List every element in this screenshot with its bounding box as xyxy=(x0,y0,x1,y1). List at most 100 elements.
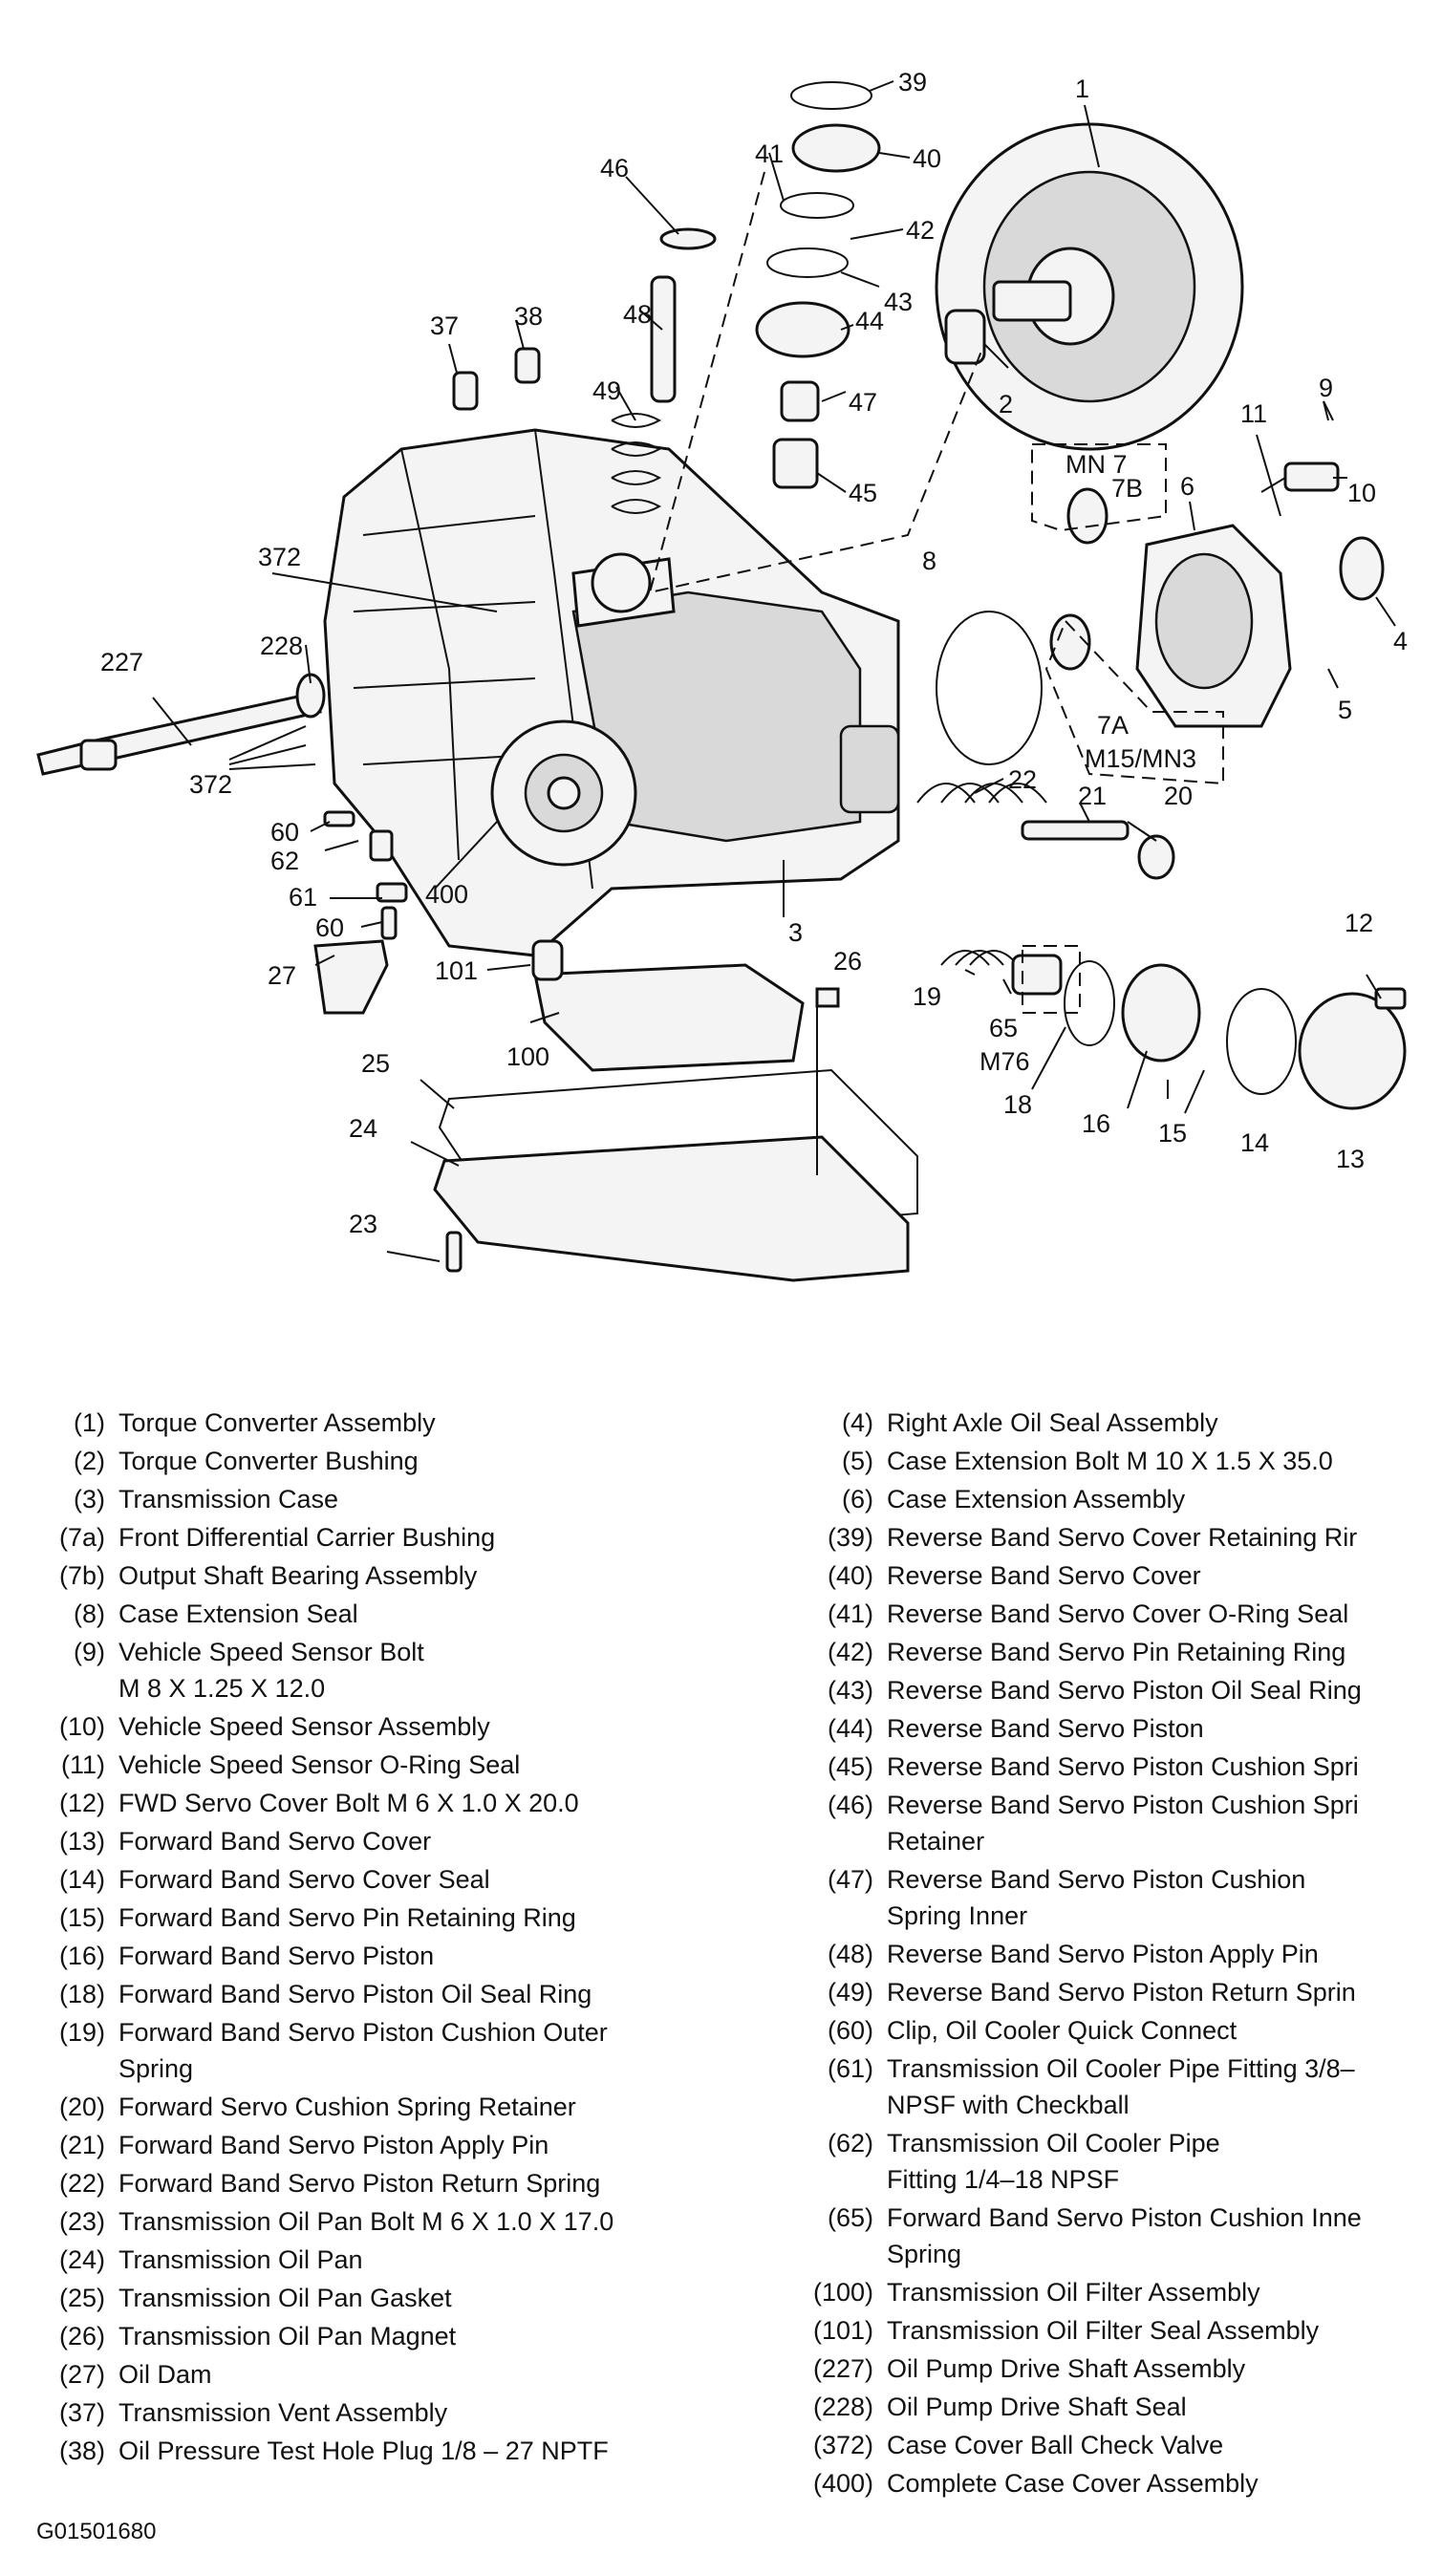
legend-entry: (24) Transmission Oil Pan xyxy=(36,2242,705,2278)
legend-entry-number: (42) xyxy=(827,1638,873,1666)
legend-entry-number: (37) xyxy=(58,2398,105,2427)
legend-entry-description: Front Differential Carrier Bushing xyxy=(118,1523,496,1552)
legend-entry-description: Vehicle Speed Sensor Bolt M 8 X 1.25 X 1… xyxy=(118,1638,424,1703)
legend-entry-number: (18) xyxy=(58,1980,105,2008)
legend-entry-number: (45) xyxy=(827,1752,873,1781)
legend-entry-description: Output Shaft Bearing Assembly xyxy=(118,1561,478,1590)
callout-45: 45 xyxy=(849,479,877,507)
callout-7a: 7A xyxy=(1097,711,1129,740)
legend-entry-number: (2) xyxy=(74,1447,105,1475)
callout-227: 227 xyxy=(100,648,143,676)
callout-m15-mn3: M15/MN3 xyxy=(1085,744,1196,773)
legend-entry: (6) Case Extension Assembly xyxy=(791,1481,1422,1517)
legend-entry-number: (62) xyxy=(827,2129,873,2157)
legend-entry-description: Case Extension Assembly xyxy=(887,1485,1186,1513)
legend-entry: (22)Forward Band Servo Piston Return Spr… xyxy=(36,2165,705,2201)
oil-pump-drive-shaft-drawing xyxy=(36,673,326,776)
legend-entry: (23)Transmission Oil Pan Bolt M 6 X 1.0 … xyxy=(36,2203,705,2240)
legend-entry-number: (22) xyxy=(58,2169,105,2198)
exploded-transmission-diagram: 1 2 3 4 5 6 7B 7A M15/MN3 MN 7 8 9 10 11… xyxy=(36,68,1408,1282)
legend-entry: (10)Vehicle Speed Sensor Assembly xyxy=(36,1708,705,1745)
legend-entry-number: (41) xyxy=(827,1599,873,1628)
callout-101: 101 xyxy=(435,956,478,985)
legend-entry-description: Forward Band Servo Piston Apply Pin xyxy=(118,2131,549,2159)
legend-entry-description: Transmission Oil Filter Seal Assembly xyxy=(887,2316,1320,2345)
callout-48: 48 xyxy=(623,300,652,329)
legend-entry-description: Forward Band Servo Piston xyxy=(118,1942,435,1970)
legend-entry: (11)Vehicle Speed Sensor O-Ring Seal xyxy=(36,1747,705,1783)
callout-labels: 1 2 3 4 5 6 7B 7A M15/MN3 MN 7 8 9 10 11… xyxy=(100,68,1408,1238)
callout-47: 47 xyxy=(849,388,877,417)
legend-entry-description: Transmission Oil Pan Bolt M 6 X 1.0 X 17… xyxy=(118,2207,614,2236)
legend-entry-number: (24) xyxy=(58,2245,105,2274)
legend-entry-description: Oil Pump Drive Shaft Assembly xyxy=(887,2354,1246,2383)
legend-entry: (227)Oil Pump Drive Shaft Assembly xyxy=(791,2351,1422,2387)
callout-25: 25 xyxy=(361,1049,390,1078)
legend-entry: (26)Transmission Oil Pan Magnet xyxy=(36,2318,705,2354)
legend-entry-number: (49) xyxy=(827,1978,873,2007)
legend-entry-number: (8) xyxy=(74,1599,105,1628)
callout-228: 228 xyxy=(260,632,303,660)
legend-entry-number: (48) xyxy=(827,1940,873,1968)
legend-entry: (14) Forward Band Servo Cover Seal xyxy=(36,1861,705,1898)
legend-entry-description: Forward Band Servo Cover Seal xyxy=(118,1865,490,1894)
legend-entry-description: Transmission Oil Pan xyxy=(118,2245,363,2274)
callout-60b: 60 xyxy=(315,913,344,942)
legend-entry-description: Reverse Band Servo Piston Cushion Spri R… xyxy=(887,1791,1359,1856)
callout-37: 37 xyxy=(430,311,459,340)
legend-entry-number: (15) xyxy=(58,1903,105,1932)
callout-14: 14 xyxy=(1240,1128,1269,1157)
legend-entry-description: Oil Pump Drive Shaft Seal xyxy=(887,2393,1187,2421)
callout-4: 4 xyxy=(1393,627,1408,655)
reverse-servo-stack-drawing xyxy=(452,81,881,514)
legend-entry-number: (43) xyxy=(827,1676,873,1705)
legend-entry-description: Forward Band Servo Piston Cushion Inne S… xyxy=(887,2203,1362,2268)
legend-entry-description: Reverse Band Servo Piston Apply Pin xyxy=(887,1940,1319,1968)
legend-entry: (12)FWD Servo Cover Bolt M 6 X 1.0 X 20.… xyxy=(36,1785,705,1821)
legend-entry-number: (5) xyxy=(842,1447,873,1475)
callout-3: 3 xyxy=(788,918,803,947)
transmission-case-drawing xyxy=(323,428,900,957)
legend-entry-number: (14) xyxy=(58,1865,105,1894)
legend-entry-description: Clip, Oil Cooler Quick Connect xyxy=(887,2016,1238,2045)
legend-entry-number: (65) xyxy=(827,2203,873,2232)
legend-entry-number: (372) xyxy=(812,2431,873,2459)
legend-entry-number: (9) xyxy=(74,1638,105,1666)
legend-entry: (1) Torque Converter Assembly xyxy=(36,1405,705,1441)
legend-entry: (62)Transmission Oil Cooler Pipe Fitting… xyxy=(791,2125,1422,2198)
legend-entry-number: (6) xyxy=(842,1485,873,1513)
callout-61: 61 xyxy=(289,883,317,912)
legend-entry: (43) Reverse Band Servo Piston Oil Seal R… xyxy=(791,1672,1422,1708)
callout-38: 38 xyxy=(514,302,543,331)
legend-entry: (4)Right Axle Oil Seal Assembly xyxy=(791,1405,1422,1441)
legend-entry-description: Transmission Oil Filter Assembly xyxy=(887,2278,1260,2307)
legend-entry-number: (1) xyxy=(74,1408,105,1437)
legend-entry: (101)Transmission Oil Filter Seal Assemb… xyxy=(791,2312,1422,2349)
legend-right-column: (4)Right Axle Oil Seal Assembly (5) Case E… xyxy=(791,1405,1422,2503)
legend-entry-number: (10) xyxy=(58,1712,105,1741)
oil-pan-drawing xyxy=(313,939,918,1282)
legend-entry-description: Reverse Band Servo Piston Cushion Spri xyxy=(887,1752,1359,1781)
legend-entry-description: Complete Case Cover Assembly xyxy=(887,2469,1259,2498)
callout-400: 400 xyxy=(425,880,468,909)
legend-entry-description: Reverse Band Servo Piston Oil Seal Ring xyxy=(887,1676,1362,1705)
legend-entry-description: Torque Converter Bushing xyxy=(118,1447,419,1475)
legend-entry-description: Right Axle Oil Seal Assembly xyxy=(887,1408,1218,1437)
legend-entry-description: Reverse Band Servo Piston Cushion Spring… xyxy=(887,1865,1306,1930)
callout-42: 42 xyxy=(906,216,935,245)
legend-entry-number: (39) xyxy=(827,1523,873,1552)
callout-8: 8 xyxy=(922,547,936,575)
legend-entry-description: Transmission Oil Cooler Pipe Fitting 3/8… xyxy=(887,2054,1355,2119)
legend-entry-description: Reverse Band Servo Pin Retaining Ring xyxy=(887,1638,1346,1666)
legend-entry-number: (20) xyxy=(58,2093,105,2121)
legend-entry: (27)Oil Dam xyxy=(36,2356,705,2393)
callout-12: 12 xyxy=(1345,909,1373,937)
legend-entry: (19)Forward Band Servo Piston Cushion Ou… xyxy=(36,2014,705,2087)
legend-entry: (228)Oil Pump Drive Shaft Seal xyxy=(791,2389,1422,2425)
legend-entry-number: (3) xyxy=(74,1485,105,1513)
legend-entry: (38)Oil Pressure Test Hole Plug 1/8 – 27… xyxy=(36,2433,705,2469)
legend-entry-description: Torque Converter Assembly xyxy=(118,1408,436,1437)
callout-mn7: MN 7 xyxy=(1065,450,1128,479)
legend-entry-description: Forward Band Servo Cover xyxy=(118,1827,432,1856)
callout-5: 5 xyxy=(1338,696,1352,724)
